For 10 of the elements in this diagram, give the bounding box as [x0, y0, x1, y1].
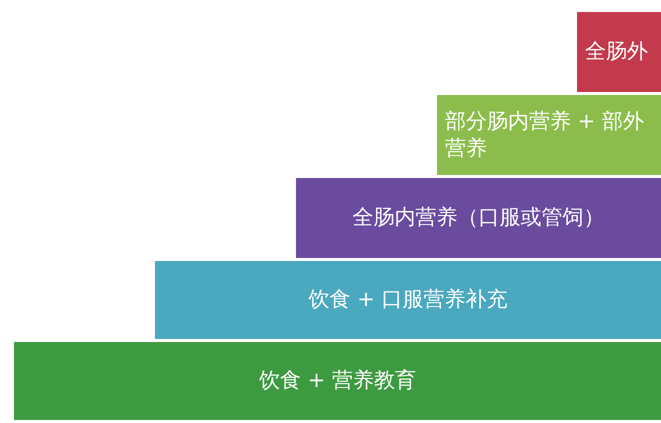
step-label: 全肠内营养（口服或管饲） — [352, 204, 604, 232]
pyramid-step — [577, 12, 661, 92]
step-label: 饮食 + 营养教育 — [259, 367, 416, 394]
pyramid-step — [14, 342, 661, 420]
step-label: 饮食 + 口服营养补充 — [308, 286, 508, 314]
pyramid-step — [296, 178, 661, 258]
pyramid-step — [437, 95, 661, 175]
pyramid-step — [155, 261, 661, 339]
step-label: 全肠外 — [585, 38, 648, 66]
step-label: 部分肠内营养 + 部外营养 — [445, 108, 645, 162]
